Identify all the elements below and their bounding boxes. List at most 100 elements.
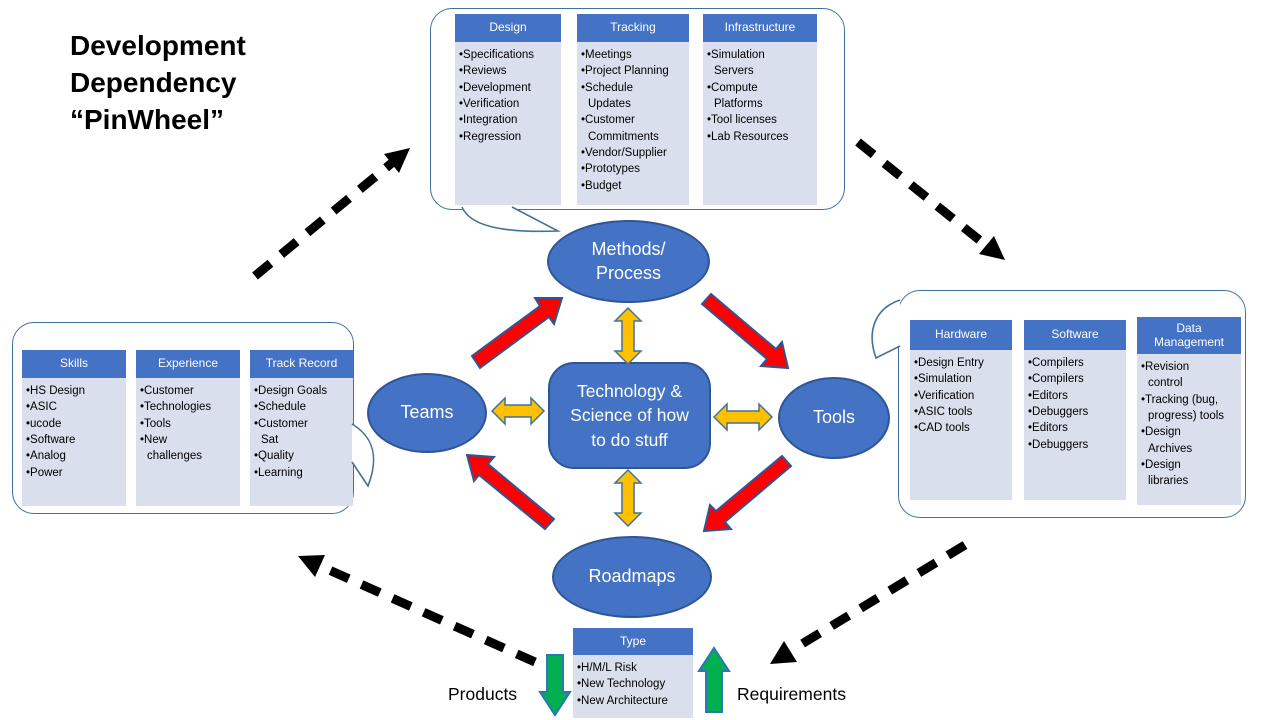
column-experience: Experience CustomerTechnologiesToolsNew … (136, 350, 240, 506)
column-header: Track Record (250, 350, 353, 378)
bullet-item: ucode (26, 416, 124, 432)
column-header: Data Management (1137, 317, 1241, 354)
column-items: Design EntrySimulationVerificationASIC t… (910, 350, 1012, 500)
column-software: Software CompilersCompilersEditorsDebugg… (1024, 320, 1126, 500)
dashed-arrowhead (979, 236, 1005, 260)
node-label: Roadmaps (588, 566, 676, 587)
bullet-item: Project Planning (581, 63, 687, 79)
node-tools: Tools (778, 377, 890, 459)
node-roadmaps: Roadmaps (552, 536, 712, 618)
dashed-arrow-to-requirements (789, 541, 968, 654)
callout-right-tail (871, 299, 901, 360)
bullet-item: Revision control (1141, 359, 1239, 392)
dashed-arrowhead (298, 555, 325, 577)
bullet-item: Schedule (254, 399, 351, 415)
slide-title: Development Dependency “PinWheel” (70, 30, 246, 135)
bullet-item: HS Design (26, 383, 124, 399)
bullet-item: New challenges (140, 432, 238, 465)
bullet-item: Design Goals (254, 383, 351, 399)
column-design: Design SpecificationsReviewsDevelopmentV… (455, 14, 561, 205)
callout-top-tail (461, 206, 562, 233)
column-items: HS DesignASICucodeSoftwareAnalogPower (22, 378, 126, 506)
dashed-arrowhead (770, 641, 797, 664)
green-arrow-products-down (538, 654, 572, 717)
column-items: MeetingsProject PlanningSchedule Updates… (577, 42, 689, 205)
bullet-item: Quality (254, 448, 351, 464)
column-items: SpecificationsReviewsDevelopmentVerifica… (455, 42, 561, 205)
node-label: Technology & Science of how to do stuff (570, 380, 689, 450)
bullet-item: New Architecture (577, 693, 691, 709)
column-track-record: Track Record Design GoalsScheduleCustome… (250, 350, 353, 506)
bullet-item: Customer (140, 383, 238, 399)
bullet-item: Editors (1028, 388, 1124, 404)
yellow-arrow-center-teams (490, 396, 546, 426)
bullet-item: Customer Sat (254, 416, 351, 449)
red-arrow-tools-to-roadmaps (702, 454, 793, 533)
column-type: Type H/M/L RiskNew TechnologyNew Archite… (573, 628, 693, 718)
bullet-item: Regression (459, 129, 559, 145)
column-infrastructure: Infrastructure Simulation ServersCompute… (703, 14, 817, 205)
bullet-item: Integration (459, 112, 559, 128)
green-arrow-requirements-up (697, 646, 731, 713)
bullet-item: Analog (26, 448, 124, 464)
column-items: Design GoalsScheduleCustomer SatQualityL… (250, 378, 353, 506)
bullet-item: Customer Commitments (581, 112, 687, 145)
bullet-item: Development (459, 80, 559, 96)
bullet-item: ASIC (26, 399, 124, 415)
dashed-arrow-to-right-callout (855, 138, 991, 251)
column-items: CustomerTechnologiesToolsNew challenges (136, 378, 240, 506)
column-header: Type (573, 628, 693, 655)
products-label: Products (448, 684, 518, 704)
node-label: Teams (400, 402, 454, 423)
column-header: Design (455, 14, 561, 42)
callout-left-tail (351, 423, 375, 488)
bullet-item: Design libraries (1141, 457, 1239, 490)
bullet-item: Specifications (459, 47, 559, 63)
bullet-item: Vendor/Supplier (581, 145, 687, 161)
bullet-item: Debuggers (1028, 437, 1124, 453)
red-arrow-roadmaps-to-teams (465, 453, 556, 531)
bullet-item: Tools (140, 416, 238, 432)
column-tracking: Tracking MeetingsProject PlanningSchedul… (577, 14, 689, 205)
column-header: Software (1024, 320, 1126, 350)
dashed-arrow-to-left-callout (316, 560, 537, 667)
bullet-item: H/M/L Risk (577, 660, 691, 676)
bullet-item: Verification (459, 96, 559, 112)
bullet-item: Budget (581, 178, 687, 194)
node-teams: Teams (367, 373, 487, 453)
bullet-item: Compilers (1028, 371, 1124, 387)
bullet-item: Editors (1028, 420, 1124, 436)
bullet-item: Tool licenses (707, 112, 815, 128)
bullet-item: Design Entry (914, 355, 1010, 371)
bullet-item: Meetings (581, 47, 687, 63)
column-header: Infrastructure (703, 14, 817, 42)
column-skills: Skills HS DesignASICucodeSoftwareAnalogP… (22, 350, 126, 506)
bullet-item: Simulation (914, 371, 1010, 387)
node-label: Methods/ Process (591, 239, 666, 283)
column-header: Tracking (577, 14, 689, 42)
node-label: Tools (812, 407, 856, 428)
bullet-item: Schedule Updates (581, 80, 687, 113)
yellow-arrow-center-roadmaps (613, 468, 643, 528)
bullet-item: Compute Platforms (707, 80, 815, 113)
bullet-item: Debuggers (1028, 404, 1124, 420)
bullet-item: ASIC tools (914, 404, 1010, 420)
node-methods-process: Methods/ Process (547, 220, 710, 303)
bullet-item: Reviews (459, 63, 559, 79)
dashed-arrowhead (384, 148, 410, 173)
dashed-arrow-to-top-callout (252, 158, 396, 280)
bullet-item: Design Archives (1141, 424, 1239, 457)
bullet-item: Software (26, 432, 124, 448)
bullet-item: Simulation Servers (707, 47, 815, 80)
red-arrow-teams-to-methods (470, 297, 564, 370)
yellow-arrow-center-methods (613, 306, 643, 366)
column-header: Experience (136, 350, 240, 378)
column-items: Revision controlTracking (bug, progress)… (1137, 354, 1241, 505)
column-items: H/M/L RiskNew TechnologyNew Architecture (573, 655, 693, 718)
red-arrow-methods-to-tools (700, 292, 790, 370)
bullet-item: Tracking (bug, progress) tools (1141, 392, 1239, 425)
bullet-item: Technologies (140, 399, 238, 415)
column-items: Simulation ServersCompute PlatformsTool … (703, 42, 817, 205)
bullet-item: Lab Resources (707, 129, 815, 145)
